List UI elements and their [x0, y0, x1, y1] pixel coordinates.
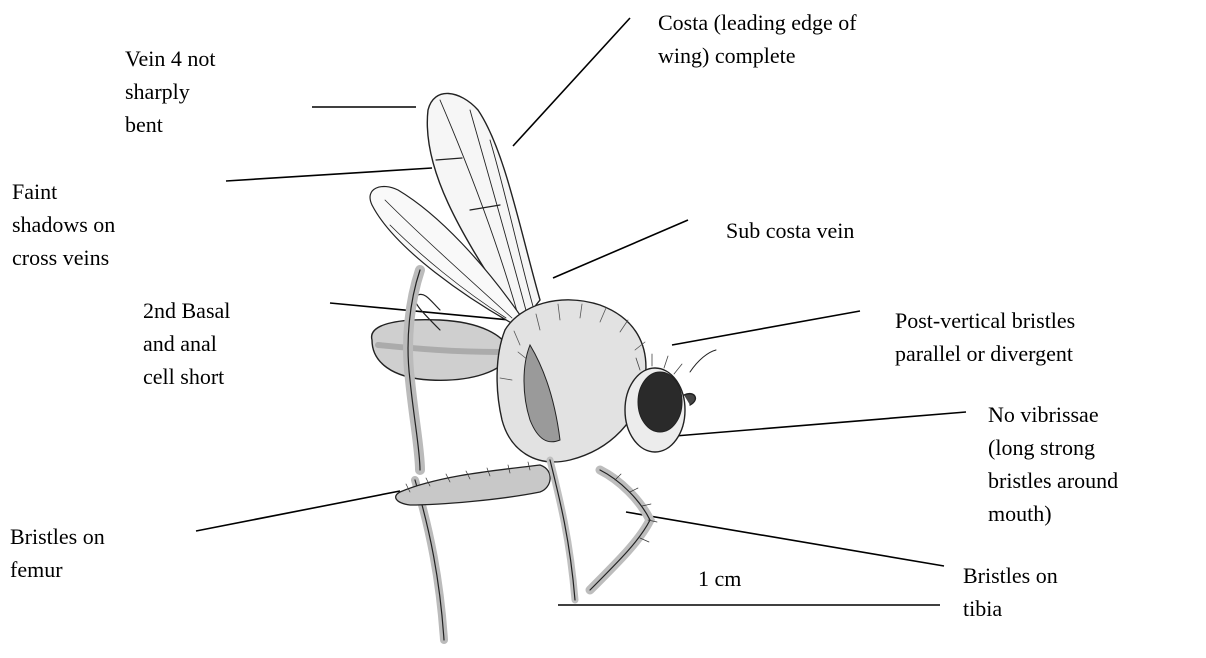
leader-tibia — [626, 512, 944, 566]
label-basal-line: 2nd Basal — [143, 294, 230, 327]
tibia — [590, 470, 650, 590]
antenna — [684, 394, 695, 405]
fly-body — [370, 93, 716, 640]
label-vibrissae-line: mouth) — [988, 497, 1118, 530]
label-tibia: Bristles on tibia — [963, 559, 1058, 625]
label-faint-line: Faint — [12, 175, 115, 208]
scale-bar-label: 1 cm — [698, 566, 741, 592]
label-costa-line: Costa (leading edge of — [658, 6, 857, 39]
label-vein4: Vein 4 not sharply bent — [125, 42, 215, 141]
leader-subcosta — [553, 220, 688, 278]
label-femur: Bristles on femur — [10, 520, 105, 586]
leader-vibrissae — [663, 412, 966, 437]
label-costa: Costa (leading edge of wing) complete — [658, 6, 857, 72]
label-subcosta: Sub costa vein — [726, 214, 854, 247]
compound-eye — [638, 372, 682, 432]
label-vibrissae-line: (long strong — [988, 431, 1118, 464]
label-faint-line: cross veins — [12, 241, 115, 274]
label-tibia-line: tibia — [963, 592, 1058, 625]
label-vein4-line: bent — [125, 108, 215, 141]
label-vein4-line: sharply — [125, 75, 215, 108]
label-postvertical-line: Post-vertical bristles — [895, 304, 1075, 337]
leader-femur — [196, 491, 400, 531]
label-vein4-line: Vein 4 not — [125, 42, 215, 75]
label-femur-line: Bristles on — [10, 520, 105, 553]
label-faint-line: shadows on — [12, 208, 115, 241]
label-basal-line: and anal — [143, 327, 230, 360]
leader-faint — [226, 168, 432, 181]
label-postvertical-line: parallel or divergent — [895, 337, 1075, 370]
label-vibrissae-line: No vibrissae — [988, 398, 1118, 431]
thorax — [497, 300, 646, 462]
label-vibrissae-line: bristles around — [988, 464, 1118, 497]
label-subcosta-line: Sub costa vein — [726, 214, 854, 247]
leader-postvertical — [672, 311, 860, 345]
label-femur-line: femur — [10, 553, 105, 586]
label-basal: 2nd Basal and anal cell short — [143, 294, 230, 393]
leader-costa — [513, 18, 630, 146]
label-postvertical: Post-vertical bristles parallel or diver… — [895, 304, 1075, 370]
label-tibia-line: Bristles on — [963, 559, 1058, 592]
label-basal-line: cell short — [143, 360, 230, 393]
label-faint-shadows: Faint shadows on cross veins — [12, 175, 115, 274]
label-costa-line: wing) complete — [658, 39, 857, 72]
label-vibrissae: No vibrissae (long strong bristles aroun… — [988, 398, 1118, 530]
